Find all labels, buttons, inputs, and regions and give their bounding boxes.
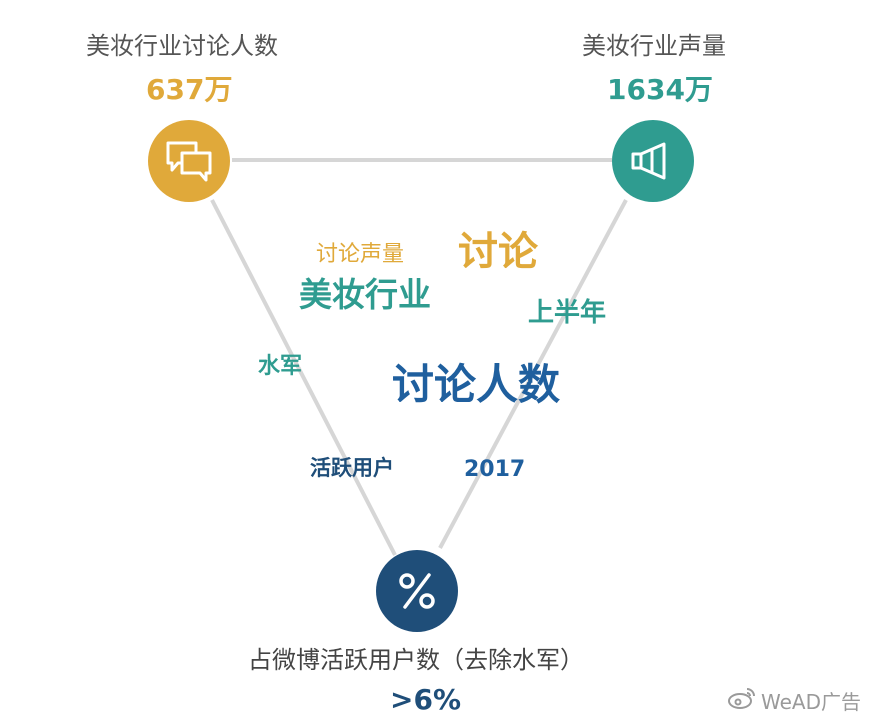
percent-icon bbox=[376, 550, 458, 632]
discussion-value: 637万 bbox=[146, 73, 233, 106]
volume-value: 1634万 bbox=[607, 73, 713, 106]
volume-label: 美妆行业声量 bbox=[582, 32, 726, 60]
share-value: >6% bbox=[390, 683, 461, 716]
edge-left bbox=[210, 199, 397, 556]
word-shangbannian: 上半年 bbox=[528, 298, 607, 328]
word-shuijun: 水军 bbox=[258, 354, 303, 379]
share-label: 占微博活跃用户数（去除水军） bbox=[248, 646, 584, 674]
discussion-label: 美妆行业讨论人数 bbox=[86, 32, 278, 60]
word-huoyue-yonghu: 活跃用户 bbox=[310, 456, 394, 480]
word-meizhuang-hangye: 美妆行业 bbox=[299, 275, 431, 314]
edge-right bbox=[438, 199, 628, 549]
word-taolun-shengliang: 讨论声量 bbox=[316, 242, 405, 267]
weibo-logo-icon bbox=[727, 686, 757, 715]
word-year: 2017 bbox=[464, 457, 526, 482]
watermark: WeAD广告 bbox=[727, 686, 861, 715]
word-taolun-renshu: 讨论人数 bbox=[392, 360, 561, 409]
speaker-icon bbox=[612, 120, 694, 202]
word-taolun: 讨论 bbox=[458, 229, 538, 275]
watermark-text: WeAD广告 bbox=[761, 690, 861, 714]
chat-bubbles-icon bbox=[148, 120, 230, 202]
